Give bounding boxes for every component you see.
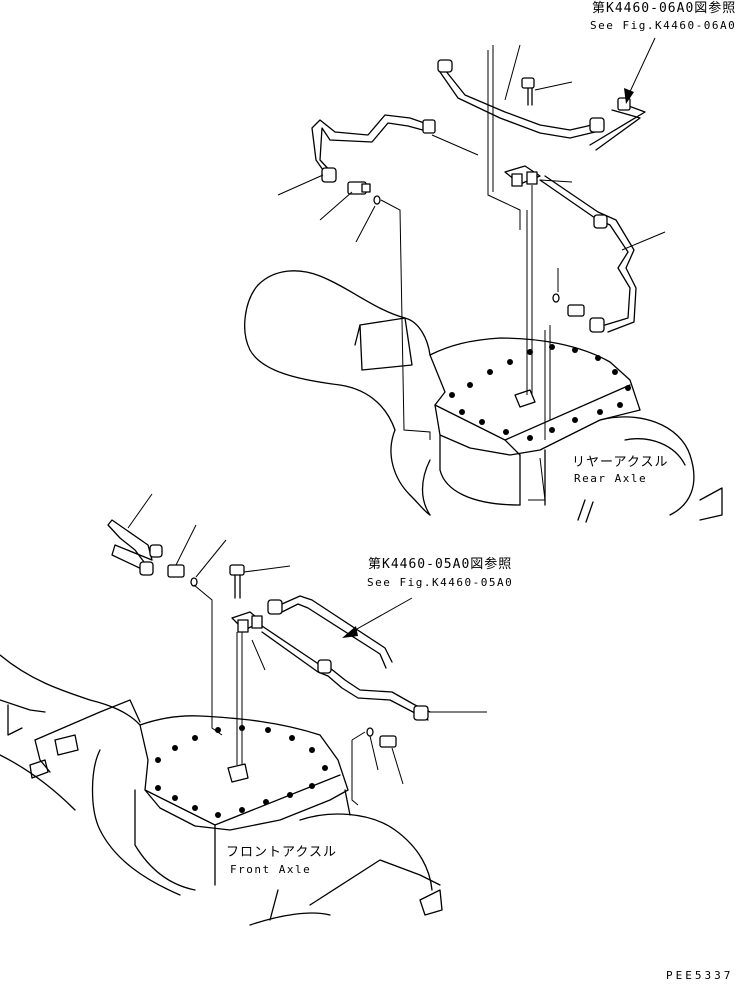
front-axle-assembly (0, 654, 443, 926)
rear-brake-piping (277, 37, 666, 501)
upper-reference-jp: 第K4460-06A0図参照 (592, 1, 737, 16)
front-brake-piping (107, 493, 487, 806)
lower-reference-en: See Fig.K4460-05A0 (367, 576, 514, 589)
rear-axle-assembly (244, 270, 723, 523)
upper-reference-en: See Fig.K4460-06A0 (590, 19, 737, 32)
drawing-code: PEE5337 (666, 969, 734, 982)
front-axle-label-en: Front Axle (230, 863, 312, 876)
rear-axle-label-en: Rear Axle (574, 472, 648, 485)
rear-axle-label-jp: リヤーアクスル (572, 455, 669, 470)
front-axle-label-jp: フロントアクスル (226, 845, 337, 860)
lower-reference-jp: 第K4460-05A0図参照 (368, 557, 513, 572)
